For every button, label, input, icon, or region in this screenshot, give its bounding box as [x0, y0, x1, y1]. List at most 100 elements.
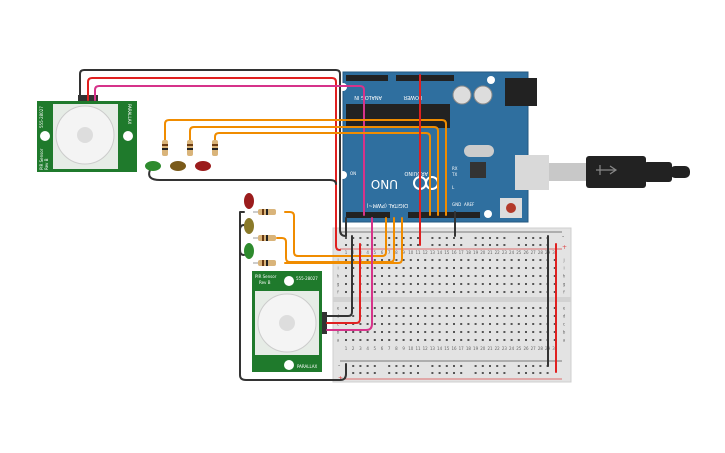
breadboard-hole[interactable] — [409, 315, 412, 317]
breadboard-hole[interactable] — [438, 323, 441, 325]
breadboard-hole[interactable] — [359, 372, 362, 374]
breadboard-hole[interactable] — [532, 291, 535, 293]
breadboard-hole[interactable] — [460, 259, 463, 261]
breadboard-hole[interactable] — [489, 259, 491, 261]
breadboard-hole[interactable] — [431, 267, 434, 269]
breadboard-hole[interactable] — [496, 331, 499, 333]
breadboard-hole[interactable] — [517, 283, 520, 285]
breadboard-hole[interactable] — [467, 315, 470, 317]
breadboard-hole[interactable] — [510, 283, 513, 285]
led-green[interactable] — [145, 161, 161, 171]
breadboard-hole[interactable] — [381, 331, 383, 333]
breadboard-hole[interactable] — [366, 372, 369, 374]
breadboard-hole[interactable] — [424, 315, 427, 317]
breadboard-hole[interactable] — [395, 259, 398, 261]
breadboard-hole[interactable] — [395, 365, 398, 367]
breadboard-hole[interactable] — [409, 244, 412, 246]
breadboard-hole[interactable] — [417, 315, 419, 317]
breadboard-hole[interactable] — [352, 244, 355, 246]
breadboard-hole[interactable] — [373, 372, 376, 374]
breadboard-hole[interactable] — [453, 244, 455, 246]
breadboard-hole[interactable] — [460, 244, 463, 246]
wire-led-left-1[interactable] — [284, 211, 387, 257]
breadboard-hole[interactable] — [424, 331, 427, 333]
breadboard-hole[interactable] — [417, 237, 419, 239]
breadboard-hole[interactable] — [373, 323, 376, 325]
breadboard-hole[interactable] — [496, 365, 499, 367]
breadboard-hole[interactable] — [359, 331, 362, 333]
breadboard-hole[interactable] — [517, 339, 520, 341]
breadboard-hole[interactable] — [402, 339, 405, 341]
breadboard-hole[interactable] — [352, 372, 355, 374]
breadboard-hole[interactable] — [395, 331, 398, 333]
breadboard-hole[interactable] — [503, 365, 506, 367]
breadboard-hole[interactable] — [409, 323, 412, 325]
breadboard-hole[interactable] — [532, 331, 535, 333]
breadboard-hole[interactable] — [402, 323, 405, 325]
breadboard-hole[interactable] — [381, 307, 383, 309]
breadboard-hole[interactable] — [417, 323, 419, 325]
breadboard-hole[interactable] — [431, 372, 434, 374]
breadboard-hole[interactable] — [532, 323, 535, 325]
breadboard-hole[interactable] — [395, 244, 398, 246]
breadboard-hole[interactable] — [424, 275, 427, 277]
breadboard-hole[interactable] — [539, 339, 542, 341]
breadboard-hole[interactable] — [417, 307, 419, 309]
breadboard-hole[interactable] — [445, 372, 448, 374]
breadboard-hole[interactable] — [510, 339, 513, 341]
breadboard-hole[interactable] — [517, 267, 520, 269]
breadboard-hole[interactable] — [417, 244, 419, 246]
breadboard-hole[interactable] — [517, 331, 520, 333]
resistor[interactable] — [258, 235, 276, 241]
breadboard-hole[interactable] — [424, 323, 427, 325]
breadboard-hole[interactable] — [402, 307, 405, 309]
breadboard-hole[interactable] — [539, 315, 542, 317]
breadboard-hole[interactable] — [409, 339, 412, 341]
breadboard-hole[interactable] — [373, 307, 376, 309]
breadboard-hole[interactable] — [431, 339, 434, 341]
breadboard-hole[interactable] — [496, 323, 499, 325]
breadboard-hole[interactable] — [474, 339, 477, 341]
breadboard-hole[interactable] — [395, 291, 398, 293]
breadboard-hole[interactable] — [553, 267, 556, 269]
breadboard-hole[interactable] — [445, 307, 448, 309]
breadboard-hole[interactable] — [525, 331, 527, 333]
breadboard-hole[interactable] — [532, 244, 535, 246]
breadboard-hole[interactable] — [445, 331, 448, 333]
breadboard-hole[interactable] — [345, 283, 347, 285]
breadboard-hole[interactable] — [445, 237, 448, 239]
breadboard-hole[interactable] — [445, 259, 448, 261]
breadboard-hole[interactable] — [417, 331, 419, 333]
breadboard-hole[interactable] — [467, 267, 470, 269]
breadboard-hole[interactable] — [438, 307, 441, 309]
breadboard-hole[interactable] — [517, 315, 520, 317]
breadboard-hole[interactable] — [510, 307, 513, 309]
breadboard-hole[interactable] — [517, 275, 520, 277]
breadboard-hole[interactable] — [366, 365, 369, 367]
breadboard-hole[interactable] — [474, 259, 477, 261]
breadboard-hole[interactable] — [453, 323, 455, 325]
breadboard-hole[interactable] — [409, 372, 412, 374]
breadboard-hole[interactable] — [431, 275, 434, 277]
breadboard-hole[interactable] — [532, 283, 535, 285]
breadboard-hole[interactable] — [503, 237, 506, 239]
breadboard-hole[interactable] — [474, 275, 477, 277]
breadboard-hole[interactable] — [517, 291, 520, 293]
breadboard-hole[interactable] — [417, 275, 419, 277]
breadboard-hole[interactable] — [352, 331, 355, 333]
breadboard-hole[interactable] — [525, 315, 527, 317]
breadboard-hole[interactable] — [409, 307, 412, 309]
breadboard-hole[interactable] — [453, 372, 455, 374]
breadboard-hole[interactable] — [345, 331, 347, 333]
breadboard-hole[interactable] — [481, 323, 484, 325]
breadboard-hole[interactable] — [546, 372, 549, 374]
breadboard-hole[interactable] — [481, 237, 484, 239]
breadboard-hole[interactable] — [532, 307, 535, 309]
wire-ground-pir-bottom[interactable] — [326, 235, 353, 317]
breadboard-hole[interactable] — [489, 315, 491, 317]
breadboard-hole[interactable] — [474, 365, 477, 367]
breadboard-hole[interactable] — [503, 339, 506, 341]
breadboard-hole[interactable] — [474, 372, 477, 374]
breadboard-hole[interactable] — [453, 331, 455, 333]
breadboard-hole[interactable] — [474, 323, 477, 325]
